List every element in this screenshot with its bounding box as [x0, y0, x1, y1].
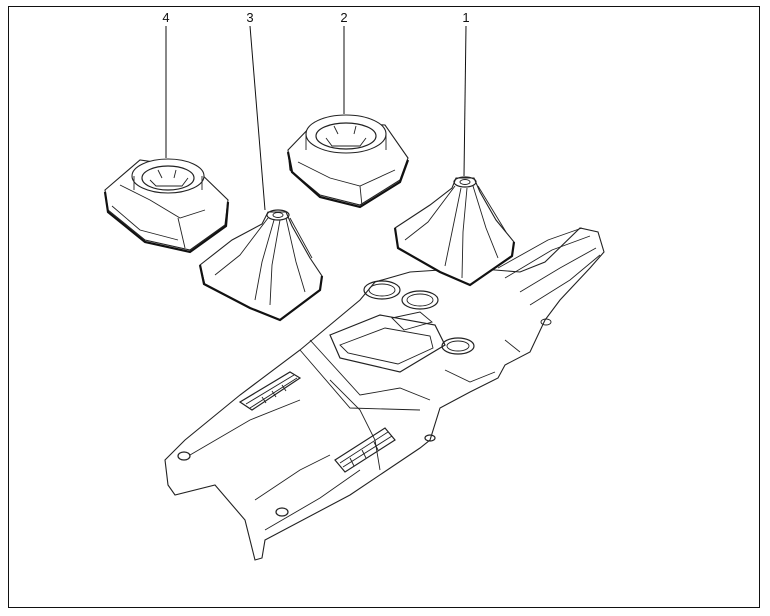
- leader-line-3: [249, 25, 266, 211]
- leader-line-1: [463, 25, 467, 177]
- callout-label-1: 1: [462, 10, 469, 25]
- part-4-shift-bezel: [103, 158, 230, 254]
- diagram-frame: [8, 6, 760, 608]
- part-2-shift-bezel: [286, 114, 410, 209]
- callout-label-4: 4: [162, 10, 169, 25]
- callout-label-3: 3: [246, 10, 253, 25]
- callout-label-2: 2: [340, 10, 347, 25]
- center-console: [164, 227, 605, 561]
- callout-labels: 4 3 2 1: [162, 10, 469, 25]
- leader-lines: [165, 25, 467, 211]
- part-3-shift-boot: [198, 209, 324, 322]
- part-1-shift-boot: [393, 176, 516, 287]
